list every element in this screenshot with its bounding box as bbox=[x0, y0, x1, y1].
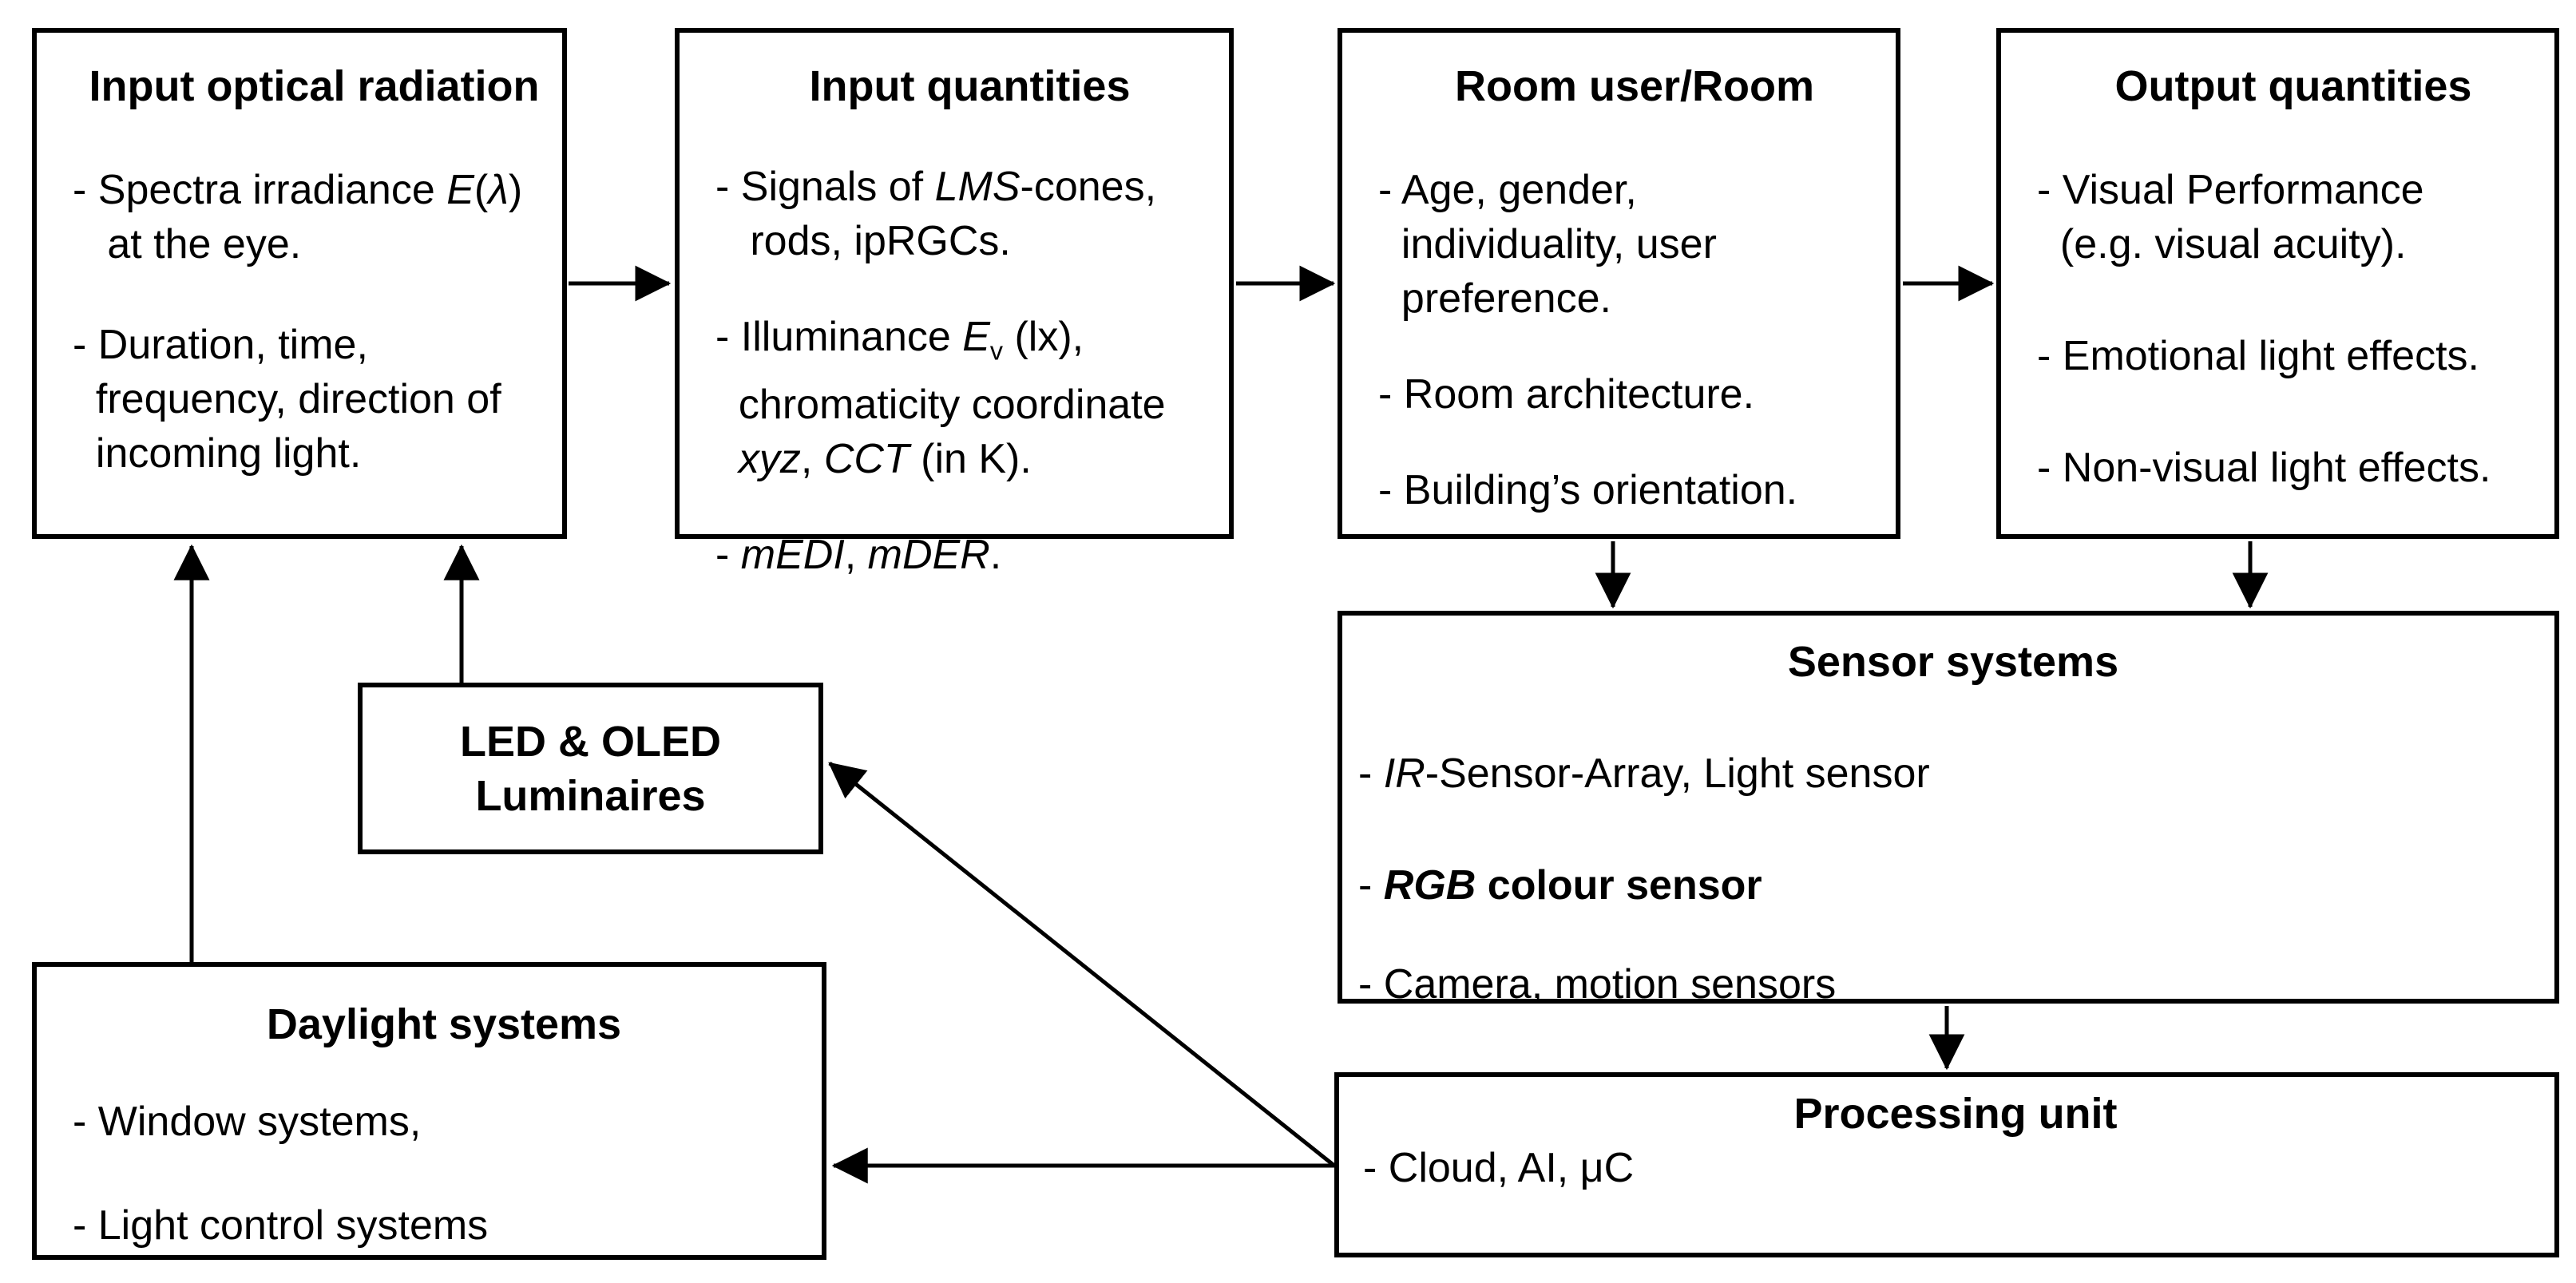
room-user-room-title: Room user/Room bbox=[1454, 62, 1815, 110]
bullet-item: - Spectra irradiance E(λ) at the eye. bbox=[73, 167, 523, 267]
bullet-item: - RGB colour sensor bbox=[1358, 862, 1762, 909]
daylight-systems-box: Daylight systems - Window systems, - Lig… bbox=[32, 962, 826, 1260]
arrow-processing-to-led bbox=[828, 762, 1336, 1167]
sensor-systems-box: Sensor systems - IR-Sensor-Array, Light … bbox=[1338, 611, 2559, 1008]
led-oled-luminaires-box: LED & OLED Luminaires bbox=[358, 683, 823, 854]
input-optical-radiation-box: Input optical radiation - Spectra irradi… bbox=[32, 28, 567, 539]
output-quantities-box: Output quantities - Visual Performance (… bbox=[1996, 28, 2559, 539]
bullet-item: - Room architecture. bbox=[1378, 371, 1755, 418]
output-quantities-title: Output quantities bbox=[2114, 62, 2472, 110]
bullet-item: - Age, gender, individuality, user prefe… bbox=[1378, 167, 1717, 322]
processing-unit-box: Processing unit - Cloud, AI, μC bbox=[1334, 1072, 2559, 1257]
bullet-item: - IR-Sensor-Array, Light sensor bbox=[1358, 750, 1930, 797]
input-quantities-box: Input quantities - Signals of LMS-cones,… bbox=[675, 28, 1234, 578]
bullet-item: - Building’s orientation. bbox=[1378, 467, 1798, 513]
daylight-systems-title: Daylight systems bbox=[266, 1000, 622, 1048]
led-oled-luminaires-title: LED & OLED Luminaires bbox=[459, 717, 721, 820]
bullet-item: - Camera, motion sensors bbox=[1358, 961, 1837, 1008]
bullet-item: - Duration, time, frequency, direction o… bbox=[73, 322, 501, 477]
bullet-item: - Signals of LMS-cones, rods, ipRGCs. bbox=[715, 164, 1157, 264]
input-quantities-title: Input quantities bbox=[809, 62, 1131, 110]
input-optical-radiation-title: Input optical radiation bbox=[89, 62, 540, 110]
bullet-item: - Window systems, bbox=[73, 1099, 422, 1145]
processing-unit-title: Processing unit bbox=[1793, 1090, 2118, 1138]
room-user-room-box: Room user/Room - Age, gender, individual… bbox=[1338, 28, 1900, 539]
bullet-item: - Cloud, AI, μC bbox=[1363, 1145, 1635, 1191]
bullet-item: - mEDI, mDER. bbox=[715, 532, 1002, 579]
bullet-item: - Illuminance Ev (lx), chromaticity coor… bbox=[715, 314, 1166, 483]
bullet-item: - Visual Performance (e.g. visual acuity… bbox=[2037, 167, 2424, 267]
sensor-systems-title: Sensor systems bbox=[1787, 638, 2119, 686]
bullet-item: - Emotional light effects. bbox=[2037, 333, 2479, 379]
bullet-item: - Light control systems bbox=[73, 1202, 489, 1249]
bullet-item: - Non-visual light effects. bbox=[2037, 445, 2491, 491]
